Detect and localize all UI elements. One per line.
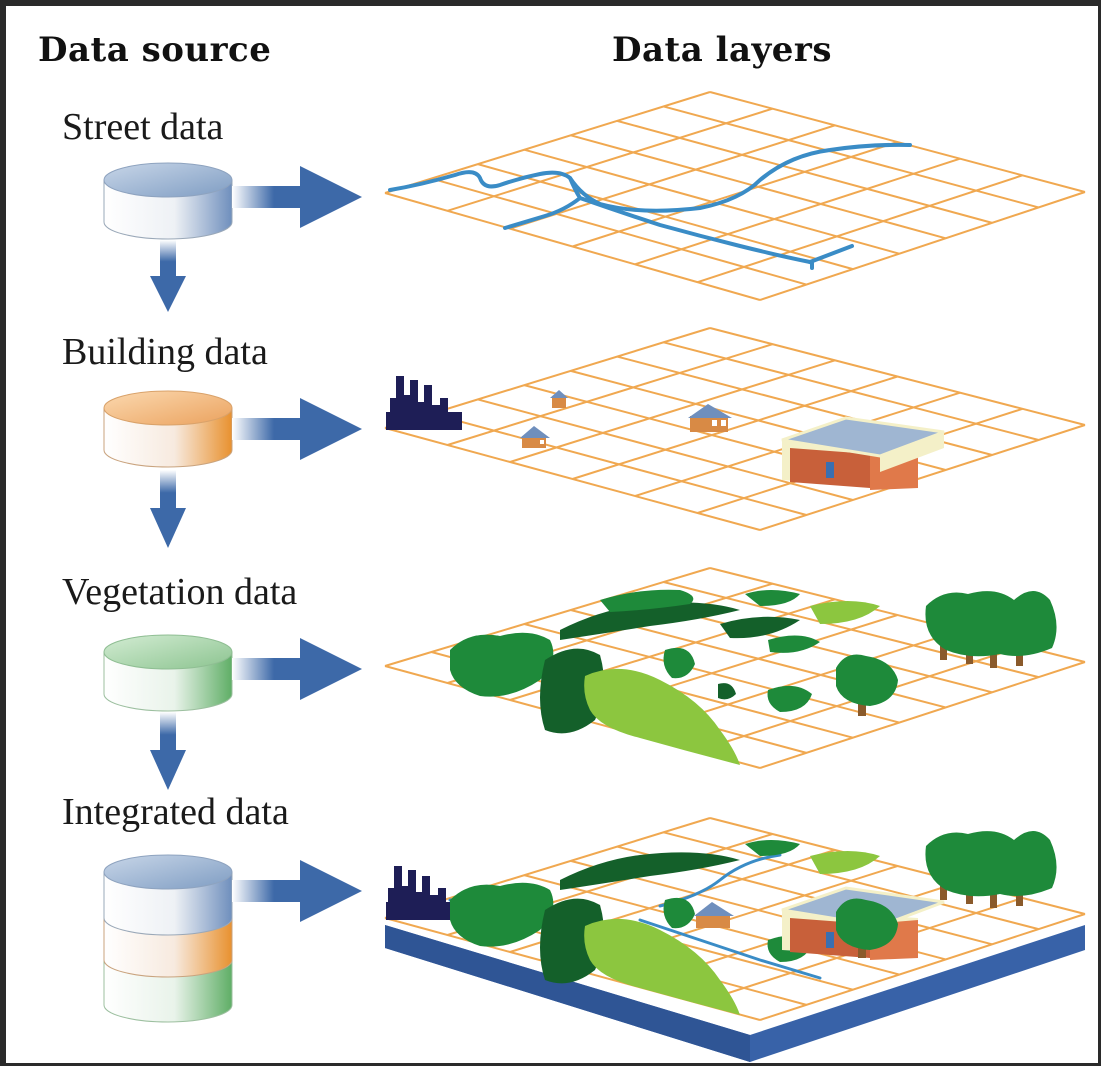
right-arrow-icon xyxy=(232,166,362,228)
header-data-layers: Data layers xyxy=(612,30,832,70)
grid-line xyxy=(509,359,836,463)
grid-line xyxy=(759,661,1086,769)
large-building-icon xyxy=(781,416,945,490)
header-data-source: Data source xyxy=(38,30,272,70)
integrated-skyline-icon xyxy=(386,866,460,920)
grid-line xyxy=(759,191,1086,301)
tree-group-icon xyxy=(925,591,1057,668)
grid-line xyxy=(634,157,961,266)
label-building-data: Building data xyxy=(62,331,268,373)
down-arrow-icon xyxy=(150,240,186,312)
label-street-data: Street data xyxy=(62,106,224,148)
grid-line xyxy=(572,141,898,248)
integrated-house-icon xyxy=(694,902,734,928)
building-database-icon xyxy=(103,390,233,468)
vegetation-patches xyxy=(450,589,1057,765)
grid-line xyxy=(572,375,898,480)
integrated-vegetation xyxy=(450,840,880,1015)
house-icon xyxy=(688,404,732,432)
grid-line xyxy=(759,424,1086,531)
integrated-large-building-icon xyxy=(781,886,945,960)
building-layer-grid xyxy=(384,327,1086,531)
street-lines xyxy=(388,142,912,270)
right-arrow-icon xyxy=(232,638,362,700)
label-vegetation-data: Vegetation data xyxy=(62,571,298,613)
city-skyline-icon xyxy=(386,376,462,430)
label-integrated-data: Integrated data xyxy=(62,791,289,833)
down-arrow-icon xyxy=(150,470,186,548)
grid-line xyxy=(447,107,773,212)
down-arrow-icon xyxy=(150,712,186,790)
street-database-icon xyxy=(103,162,233,240)
house-icon xyxy=(520,426,550,448)
grid-line xyxy=(759,913,1086,1021)
grid-line xyxy=(697,174,1023,284)
integrated-database-icon xyxy=(103,854,233,1023)
street-layer-grid xyxy=(384,91,1086,301)
grid-line xyxy=(384,567,711,667)
right-arrow-icon xyxy=(232,398,362,460)
house-icon xyxy=(550,390,568,408)
grid-line xyxy=(384,91,711,194)
right-arrow-icon xyxy=(232,860,362,922)
integrated-base-slab xyxy=(385,925,1085,1062)
grid-line xyxy=(447,343,773,446)
grid-line xyxy=(509,124,836,230)
integrated-tree-group-icon xyxy=(925,831,1057,908)
vegetation-database-icon xyxy=(103,634,233,712)
